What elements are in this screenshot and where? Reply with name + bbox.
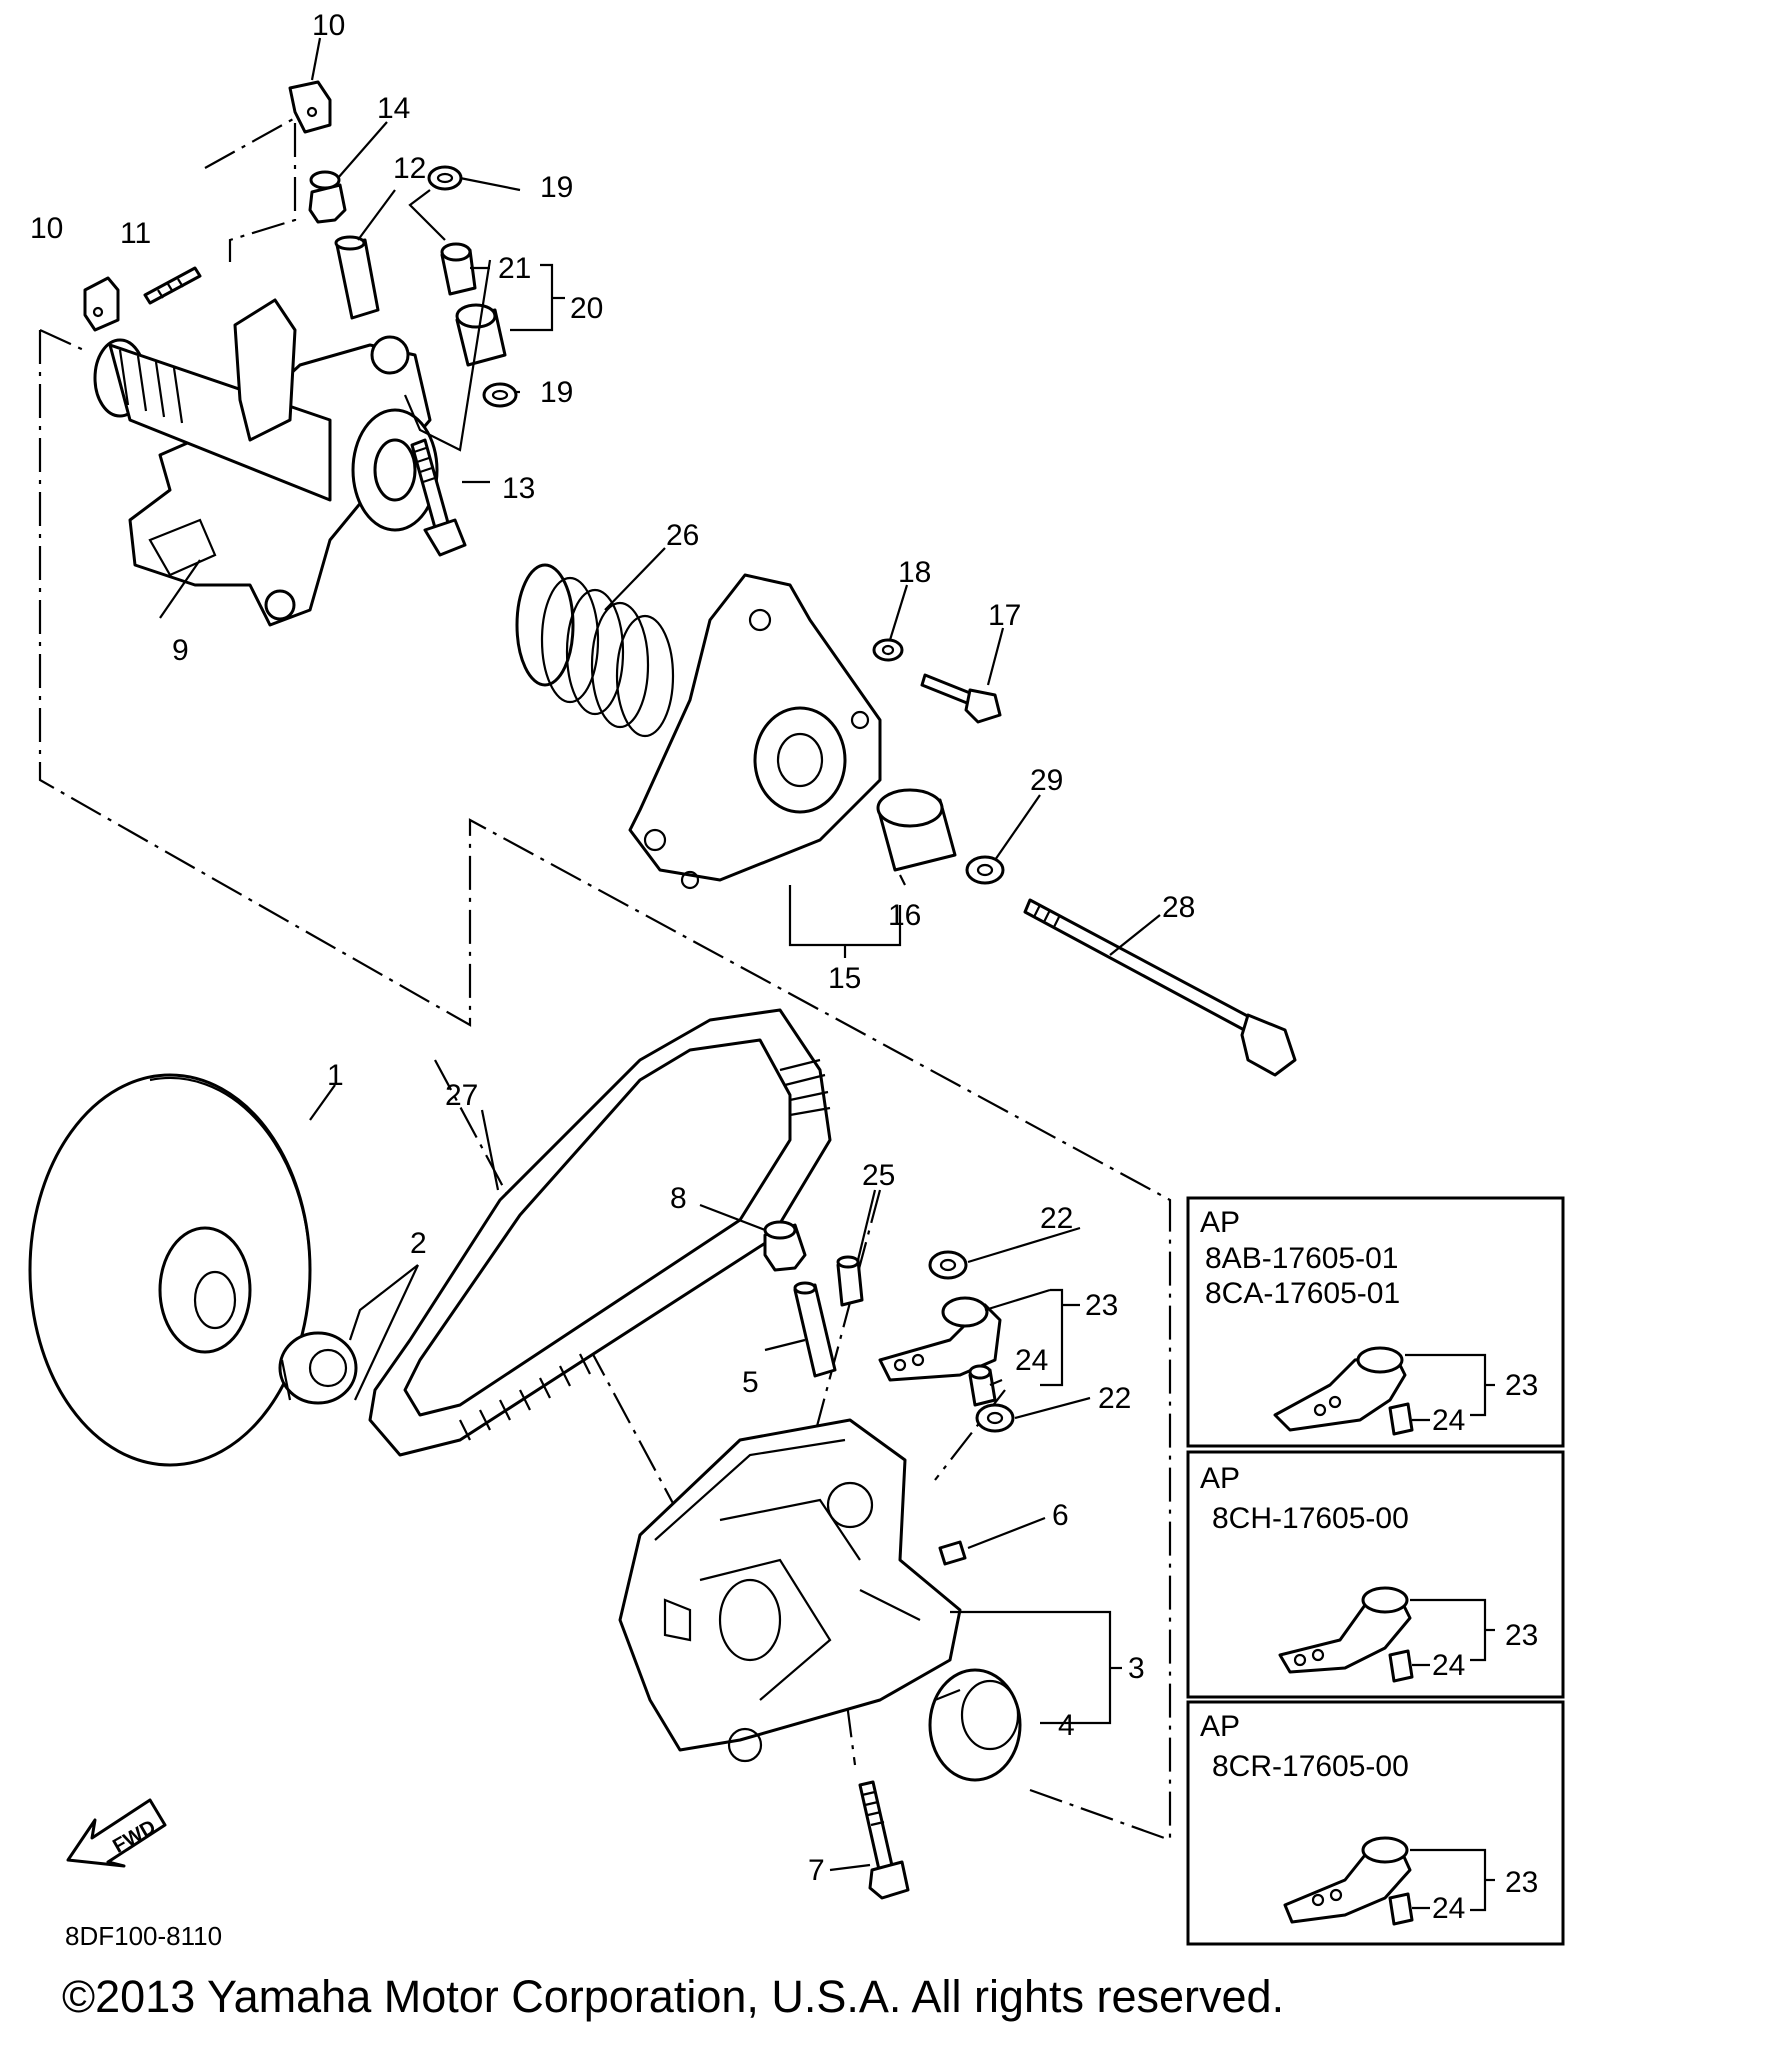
movable-sheave-3: [618, 1418, 962, 1763]
callout-7: 7: [808, 1854, 825, 1887]
pin-12: [334, 235, 380, 320]
callout-21: 21: [498, 252, 531, 285]
bolt-13: [410, 438, 467, 557]
callout-5: 5: [742, 1366, 759, 1399]
callout-4: 4: [1058, 1709, 1075, 1742]
washer-18: [872, 638, 904, 662]
callout-26: 26: [666, 519, 699, 552]
washer-22-lower: [975, 1403, 1015, 1433]
assembly-frame-lines: [38, 116, 1172, 1842]
weight-arm-23: [878, 1296, 1002, 1382]
washer-22-upper: [928, 1250, 968, 1280]
ap-panel-1-label-24: 24: [1432, 1404, 1465, 1437]
drive-belt-27: [368, 1008, 832, 1457]
ap-panel-3-code-1: 8CR-17605-00: [1212, 1750, 1409, 1783]
slider-block-upper: [288, 80, 332, 134]
callout-23: 23: [1085, 1289, 1118, 1322]
ap-panel-3-label-24: 24: [1432, 1892, 1465, 1925]
callout-15: 15: [828, 962, 861, 995]
cover-15: [628, 573, 882, 890]
bolt-17: [920, 673, 1002, 724]
bearing-4: [928, 1668, 1022, 1782]
callout-25: 25: [862, 1159, 895, 1192]
callout-29: 29: [1030, 764, 1063, 797]
pin-5: [793, 1281, 837, 1378]
ap-panel-1-title: AP: [1200, 1206, 1240, 1239]
washer-29: [965, 855, 1005, 885]
nut-14: [308, 170, 347, 224]
callout-14: 14: [377, 92, 410, 125]
ap-panel-2-label-24: 24: [1432, 1649, 1465, 1682]
callout-8: 8: [670, 1182, 687, 1215]
sheave-disc-1: [28, 1073, 312, 1467]
callout-22-lower: 22: [1098, 1382, 1131, 1415]
fixed-sheave-hub: [93, 298, 439, 627]
callout-20: 20: [570, 292, 603, 325]
callout-24: 24: [1015, 1344, 1048, 1377]
spring-pin: [143, 266, 202, 305]
callout-13: 13: [502, 472, 535, 505]
ap-panel-1: AP 8AB-17605-01 8CA-17605-01 23 24: [1186, 1196, 1565, 1448]
ap-panel-2-title: AP: [1200, 1462, 1240, 1495]
spring-26: [515, 563, 675, 738]
callout-3: 3: [1128, 1652, 1145, 1685]
callout-18: 18: [898, 556, 931, 589]
slider-block-left: [83, 276, 120, 332]
callout-9: 9: [172, 634, 189, 667]
ap-panel-1-code-1: 8AB-17605-01: [1205, 1242, 1398, 1275]
fwd-arrow-icon: FWD: [66, 1798, 167, 1868]
ap-panel-3-label-23: 23: [1505, 1866, 1538, 1899]
callout-labels: 10 14 12 19 10 11 21 20 19 13 9 26 18 17…: [30, 9, 1195, 1887]
callout-17: 17: [988, 599, 1021, 632]
callout-27: 27: [445, 1079, 478, 1112]
callout-10-upper: 10: [312, 9, 345, 42]
callout-2: 2: [410, 1227, 427, 1260]
ap-panel-2-code-1: 8CH-17605-00: [1212, 1502, 1409, 1535]
collar-2: [278, 1331, 358, 1405]
roller-24: [968, 1364, 997, 1407]
callout-1: 1: [327, 1059, 344, 1092]
bushing-21: [440, 242, 477, 296]
bushing-16: [876, 788, 957, 872]
ap-panel-2: AP 8CH-17605-00 23 24: [1186, 1450, 1565, 1699]
bolt-25: [836, 1255, 864, 1307]
long-bolt-28: [1023, 898, 1297, 1077]
diagram-code: 8DF100-8110: [65, 1921, 222, 1951]
callout-11: 11: [120, 217, 151, 250]
set-screw-6: [938, 1540, 967, 1566]
callout-19-lower: 19: [540, 376, 573, 409]
washer-19-lower: [482, 382, 518, 408]
callout-16: 16: [888, 899, 921, 932]
ap-panel-3: AP 8CR-17605-00 23 24: [1186, 1700, 1565, 1946]
leader-lines: [159, 37, 1161, 1872]
bolt-7: [858, 1780, 910, 1900]
ap-panel-3-title: AP: [1200, 1710, 1240, 1743]
callout-22-upper: 22: [1040, 1202, 1073, 1235]
ap-panel-1-code-2: 8CA-17605-01: [1205, 1277, 1400, 1310]
nut-8: [763, 1220, 807, 1272]
ap-panel-1-label-23: 23: [1505, 1369, 1538, 1402]
callout-28: 28: [1162, 891, 1195, 924]
callout-19-upper: 19: [540, 171, 573, 204]
callout-6: 6: [1052, 1499, 1069, 1532]
washer-19-upper: [427, 165, 463, 191]
callout-10-left: 10: [30, 212, 63, 245]
copyright-notice: ©2013 Yamaha Motor Corporation, U.S.A. A…: [62, 1971, 1284, 2022]
ap-panel-2-label-23: 23: [1505, 1619, 1538, 1652]
callout-12: 12: [393, 152, 426, 185]
